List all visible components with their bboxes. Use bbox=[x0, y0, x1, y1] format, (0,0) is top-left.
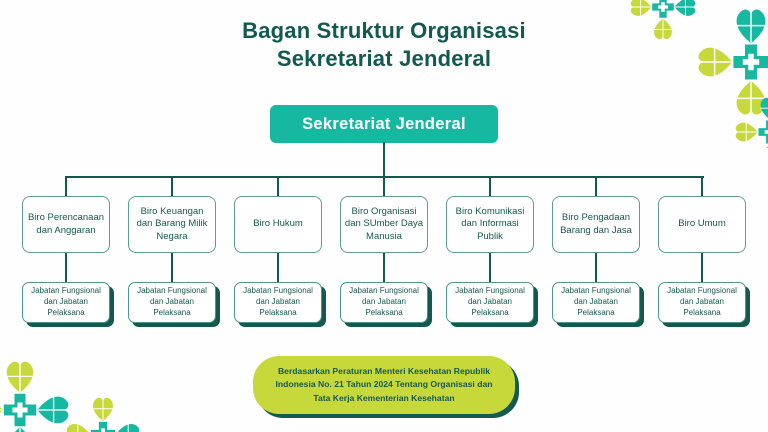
footnote-text: Berdasarkan Peraturan Menteri Kesehatan … bbox=[275, 366, 493, 403]
org-column-biro-hukum: Biro Hukum Jabatan Fungsional dan Jabata… bbox=[234, 176, 322, 323]
dept-box: Biro Pengadaan Barang dan Jasa bbox=[552, 196, 640, 253]
dept-label: Biro Keuangan dan Barang Milik Negara bbox=[136, 205, 208, 242]
dept-box: Biro Perencanaan dan Anggaran bbox=[22, 196, 110, 253]
dept-label: Biro Perencanaan dan Anggaran bbox=[27, 211, 105, 236]
org-column-biro-organisasi: Biro Organisasi dan SUmber Daya Manusia … bbox=[340, 176, 428, 323]
department-columns: Biro Perencanaan dan Anggaran Jabatan Fu… bbox=[22, 176, 746, 323]
connector-stub bbox=[489, 176, 491, 196]
connector-stub bbox=[595, 253, 597, 282]
sub-box: Jabatan Fungsional dan Jabatan Pelaksana bbox=[22, 282, 110, 323]
sub-box: Jabatan Fungsional dan Jabatan Pelaksana bbox=[340, 282, 428, 323]
connector-root-vertical bbox=[383, 142, 385, 177]
connector-stub bbox=[277, 253, 279, 282]
dept-label: Biro Hukum bbox=[253, 218, 303, 230]
dept-box: Biro Keuangan dan Barang Milik Negara bbox=[128, 196, 216, 253]
root-node-sekretariat-jenderal: Sekretariat Jenderal bbox=[270, 105, 498, 143]
dept-label: Biro Umum bbox=[678, 218, 726, 230]
org-column-biro-umum: Biro Umum Jabatan Fungsional dan Jabatan… bbox=[658, 176, 746, 323]
dept-box: Biro Hukum bbox=[234, 196, 322, 253]
sub-box: Jabatan Fungsional dan Jabatan Pelaksana bbox=[552, 282, 640, 323]
footnote-pill: Berdasarkan Peraturan Menteri Kesehatan … bbox=[253, 356, 515, 414]
sub-box: Jabatan Fungsional dan Jabatan Pelaksana bbox=[128, 282, 216, 323]
sub-label: Jabatan Fungsional dan Jabatan Pelaksana bbox=[243, 286, 313, 317]
dept-label: Biro Organisasi dan SUmber Daya Manusia bbox=[344, 205, 424, 242]
sub-box: Jabatan Fungsional dan Jabatan Pelaksana bbox=[658, 282, 746, 323]
connector-stub bbox=[383, 253, 385, 282]
connector-stub bbox=[277, 176, 279, 196]
connector-stub bbox=[171, 253, 173, 282]
connector-stub bbox=[595, 176, 597, 196]
dept-label: Biro Pengadaan Barang dan Jasa bbox=[560, 211, 632, 236]
dept-label: Biro Komunikasi dan Informasi Publik bbox=[455, 205, 525, 242]
sub-label: Jabatan Fungsional dan Jabatan Pelaksana bbox=[137, 286, 207, 317]
sub-label: Jabatan Fungsional dan Jabatan Pelaksana bbox=[667, 286, 737, 317]
page-title-line1: Bagan Struktur Organisasi bbox=[242, 18, 526, 43]
sub-label: Jabatan Fungsional dan Jabatan Pelaksana bbox=[455, 286, 525, 317]
org-column-biro-perencanaan: Biro Perencanaan dan Anggaran Jabatan Fu… bbox=[22, 176, 110, 323]
clover-cross-decoration-icon bbox=[0, 327, 170, 432]
connector-stub bbox=[171, 176, 173, 196]
org-column-biro-pengadaan: Biro Pengadaan Barang dan Jasa Jabatan F… bbox=[552, 176, 640, 323]
org-column-biro-keuangan: Biro Keuangan dan Barang Milik Negara Ja… bbox=[128, 176, 216, 323]
sub-box: Jabatan Fungsional dan Jabatan Pelaksana bbox=[446, 282, 534, 323]
dept-box: Biro Organisasi dan SUmber Daya Manusia bbox=[340, 196, 428, 253]
org-column-biro-komunikasi: Biro Komunikasi dan Informasi Publik Jab… bbox=[446, 176, 534, 323]
page-title: Bagan Struktur Organisasi Sekretariat Je… bbox=[0, 17, 768, 72]
sub-box: Jabatan Fungsional dan Jabatan Pelaksana bbox=[234, 282, 322, 323]
connector-stub bbox=[701, 253, 703, 282]
connector-stub bbox=[701, 176, 703, 196]
sub-label: Jabatan Fungsional dan Jabatan Pelaksana bbox=[349, 286, 419, 317]
page-title-line2: Sekretariat Jenderal bbox=[276, 45, 492, 71]
root-node-label: Sekretariat Jenderal bbox=[302, 114, 466, 133]
connector-stub bbox=[489, 253, 491, 282]
connector-stub bbox=[383, 176, 385, 196]
dept-box: Biro Umum bbox=[658, 196, 746, 253]
sub-label: Jabatan Fungsional dan Jabatan Pelaksana bbox=[31, 286, 101, 317]
dept-box: Biro Komunikasi dan Informasi Publik bbox=[446, 196, 534, 253]
connector-stub bbox=[65, 253, 67, 282]
sub-label: Jabatan Fungsional dan Jabatan Pelaksana bbox=[561, 286, 631, 317]
connector-stub bbox=[65, 176, 67, 196]
